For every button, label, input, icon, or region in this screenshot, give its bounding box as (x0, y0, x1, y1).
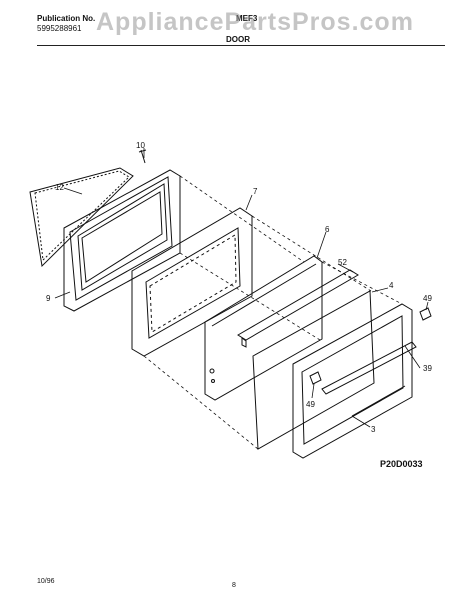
title-rule (37, 45, 445, 46)
callout-6: 6 (325, 225, 330, 234)
door-panel (204, 255, 323, 401)
alignment-lines (143, 175, 403, 450)
publication-date: 10/96 (37, 578, 55, 585)
door-gasket (29, 167, 134, 268)
callout-52: 52 (338, 258, 347, 267)
handle-bracket (237, 269, 359, 348)
leader-lines (54, 148, 429, 428)
callout-9: 9 (46, 294, 51, 303)
callout-49-top: 49 (423, 294, 432, 303)
callout-39: 39 (423, 364, 432, 373)
callout-4: 4 (389, 281, 394, 290)
publication-label: Publication No. (37, 14, 96, 23)
screw (138, 149, 147, 164)
watermark: AppliancePartsPros.com (96, 8, 414, 36)
callout-7: 7 (253, 187, 258, 196)
callout-12: 12 (55, 183, 64, 192)
door-glass (252, 290, 375, 450)
page-number: 8 (232, 582, 236, 589)
callout-3: 3 (371, 425, 376, 434)
handle-end-cap (309, 371, 322, 385)
callout-49-bottom: 49 (306, 400, 315, 409)
door-handle (321, 341, 417, 395)
inner-door-liner (63, 169, 181, 312)
insulation-panel (131, 207, 253, 357)
handle-end-cap (419, 307, 432, 321)
model-number: MEF3 (236, 14, 258, 23)
publication-number: 5995288961 (37, 24, 82, 33)
section-title: DOOR (226, 35, 250, 44)
figure-id: P20D0033 (380, 459, 423, 469)
callout-10: 10 (136, 141, 145, 150)
outer-door-frame (292, 303, 413, 459)
